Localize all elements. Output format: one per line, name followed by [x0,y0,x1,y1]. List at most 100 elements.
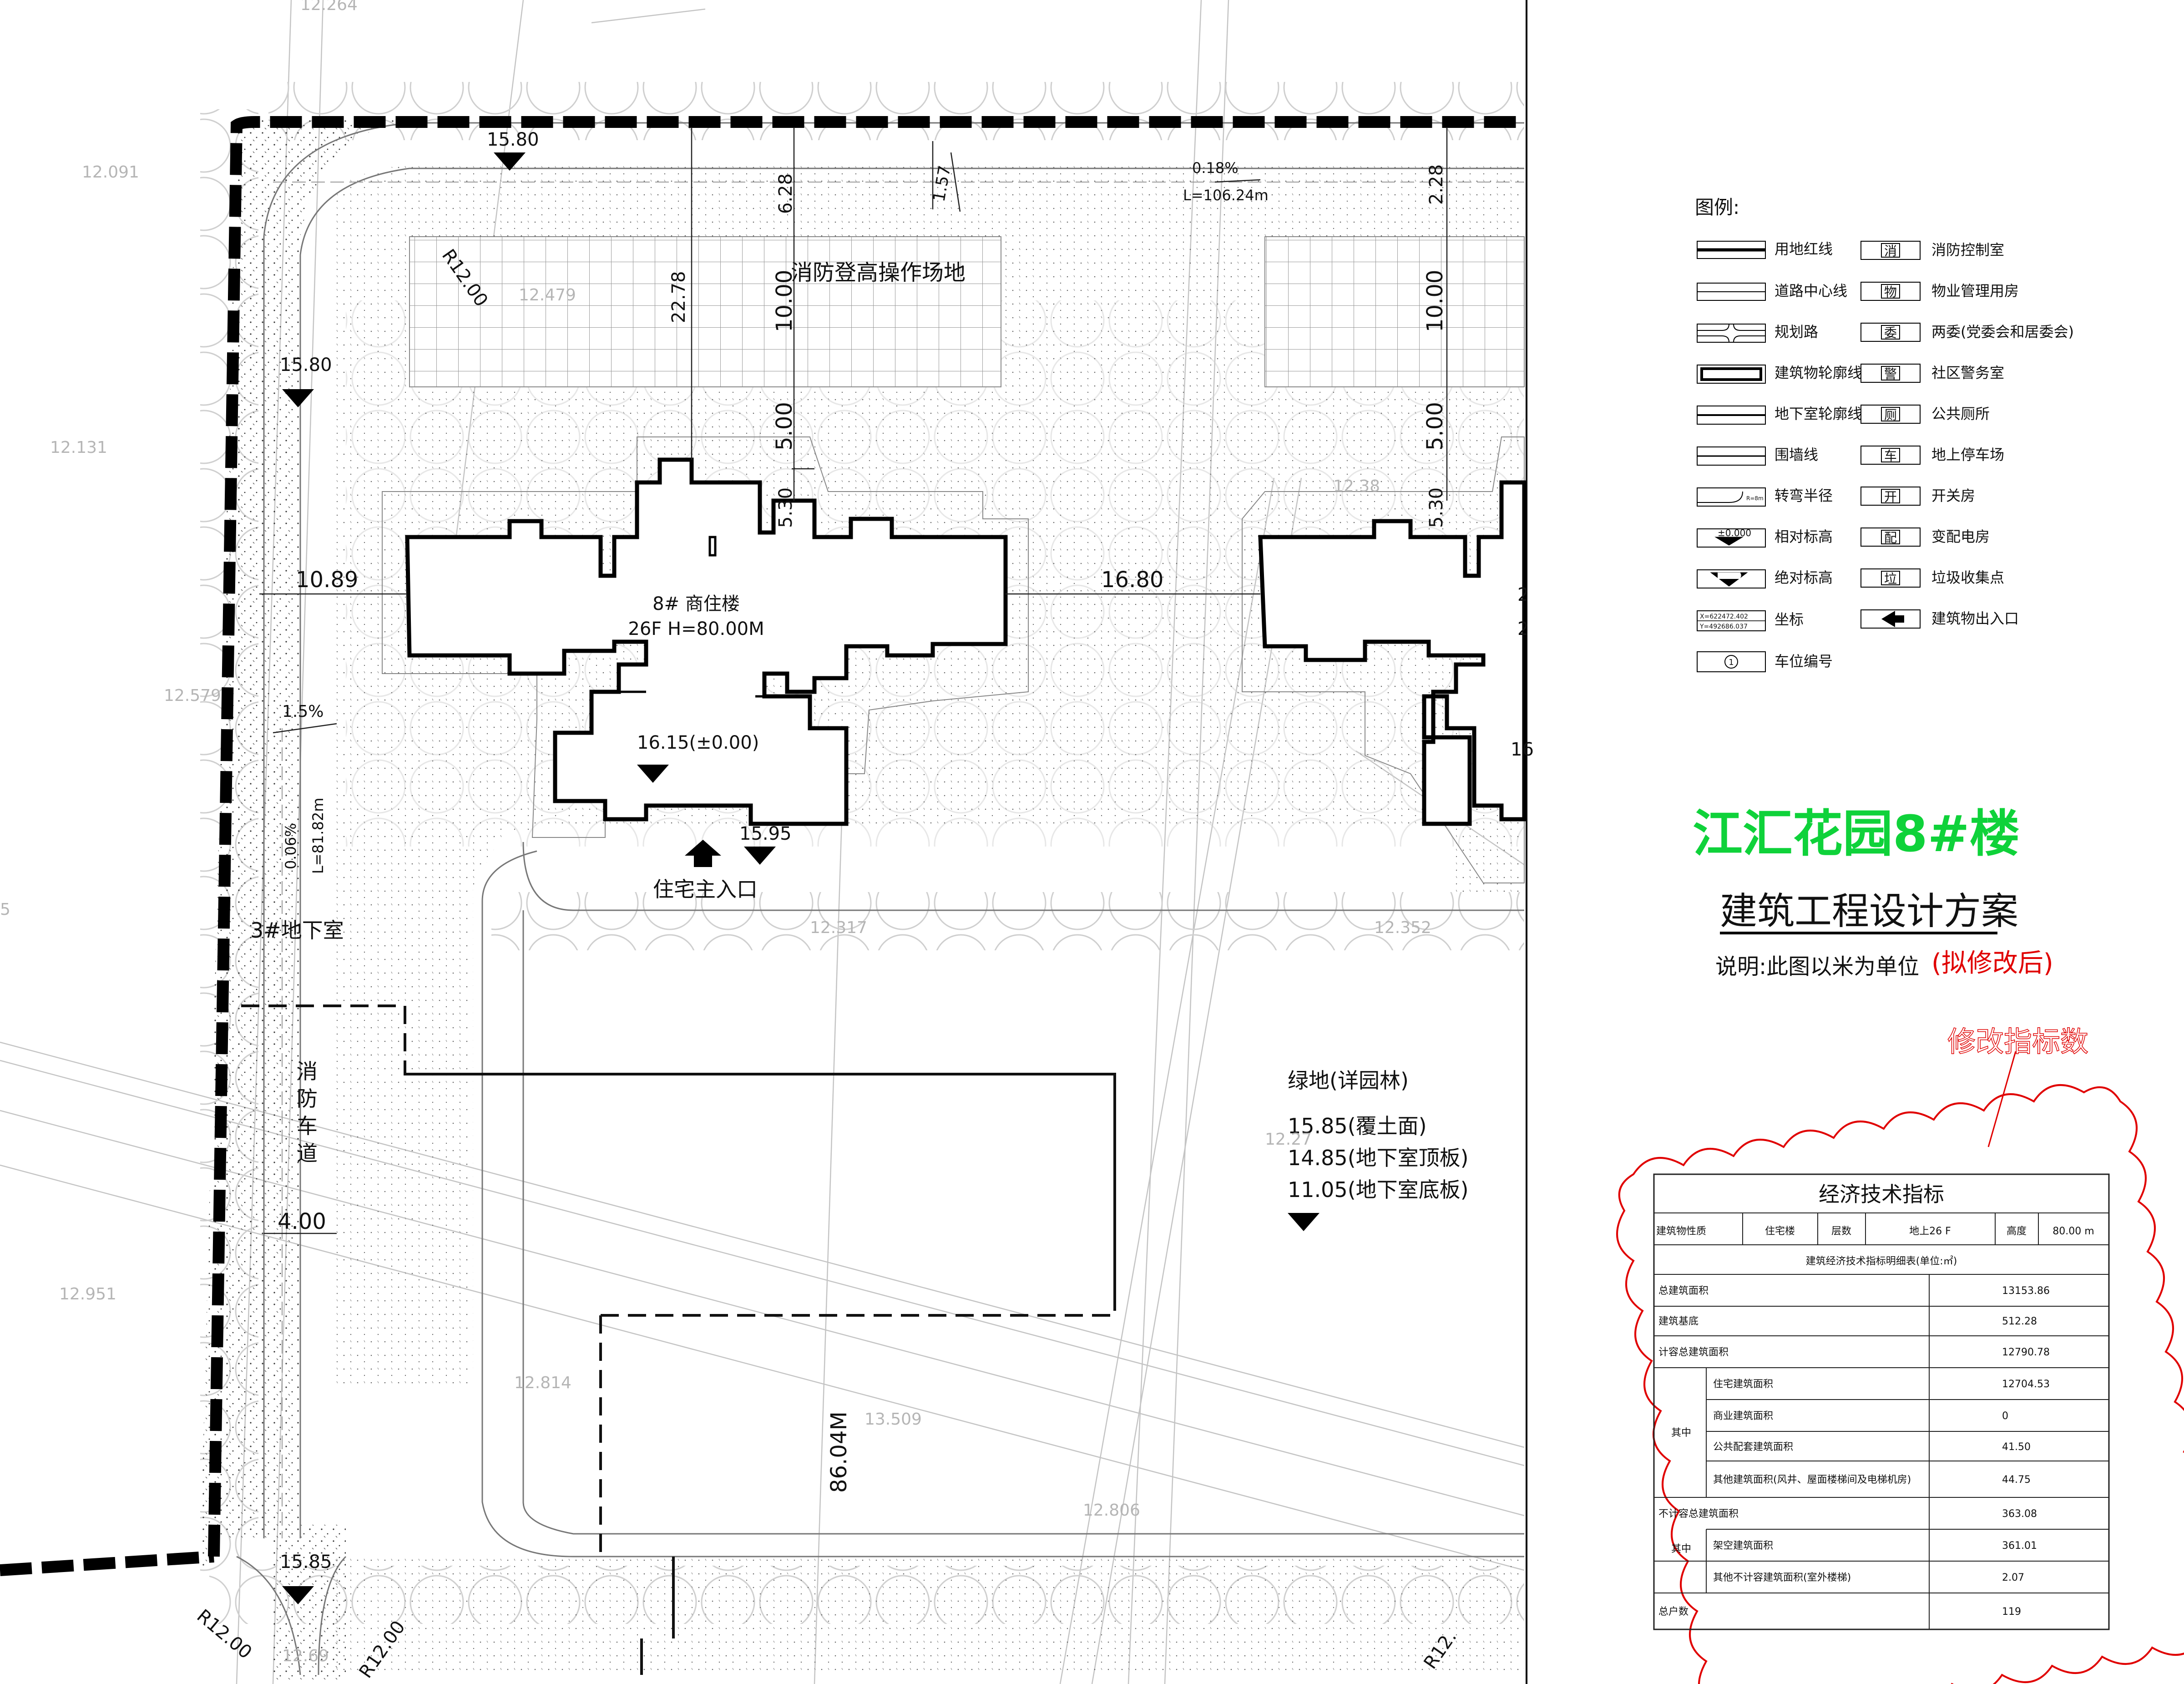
right-podium-outline [1242,436,1525,883]
legend-sym-coord-x: X=622472.402 [1700,613,1748,620]
row-3-value: 12704.53 [2002,1379,2050,1390]
row-1-value: 512.28 [2002,1316,2037,1327]
dim-530b: 5.30 [1426,487,1447,528]
svg-text:建筑物轮廓线: 建筑物轮廓线 [1774,364,1862,381]
dim-2278: 22.78 [668,271,689,323]
dim-8604: 86.04M [826,1411,852,1493]
svg-text:12.806: 12.806 [1083,1501,1140,1520]
revision-cloud [1616,1084,2184,1684]
hdr-floor: 地上26 F [1909,1226,1951,1237]
legend-labels-right: 消防控制室 物业管理用房 两委(党委会和居委会) 社区警务室 公共厕所 地上停车… [1931,241,2074,627]
svg-text:垃圾收集点: 垃圾收集点 [1931,569,2004,586]
right-building-label-a: 2 [1517,584,1529,605]
legend: 图例: R=8m ±0.000 0.000 X=622472.402 Y=492… [1695,196,2074,672]
svg-text:物业管理用房: 物业管理用房 [1931,282,2019,299]
site-boundary-bottom [0,1551,214,1576]
indicator-table-text: 经济技术指标 建筑物性质 住宅楼 层数 地上26 F 高度 80.00 m 建筑… [1656,1182,2094,1618]
group-1-label: 其中 [1671,1427,1691,1439]
svg-text:坐标: 坐标 [1774,611,1804,628]
legend-sym-radius: R=8m [1746,495,1764,502]
building-8-details [619,536,764,698]
svg-text:两委(党委会和居委会): 两委(党委会和居委会) [1931,323,2074,340]
svg-text:消: 消 [1884,243,1897,259]
svg-text:12.352: 12.352 [1374,918,1431,937]
right-building-label-c: 16 [1511,739,1534,760]
green-line-2: 14.85(地下室顶板) [1288,1146,1469,1170]
fire-ops-grid-left [409,236,1001,387]
svg-text:12.69: 12.69 [282,1647,329,1665]
svg-text:12.091: 12.091 [82,163,139,182]
row-8-label: 架空建筑面积 [1713,1540,1773,1552]
row-7-label: 不计容总建筑面积 [1658,1508,1739,1520]
svg-text:委: 委 [1884,325,1897,340]
svg-text:配: 配 [1884,530,1897,545]
row-10-value: 119 [2002,1606,2021,1618]
svg-text:12.951: 12.951 [59,1285,116,1304]
fire-lane-3: 车 [297,1114,318,1138]
hdr-type: 住宅楼 [1765,1226,1795,1237]
row-6-value: 44.75 [2002,1474,2031,1486]
svg-text:开关房: 开关房 [1931,487,1975,504]
green-title: 绿地(详园林) [1288,1068,1409,1093]
dim-1000a: 10.00 [772,270,797,332]
svg-text:围墙线: 围墙线 [1774,446,1818,463]
svg-text:绝对标高: 绝对标高 [1774,569,1833,586]
revision-note: (拟修改后) [1931,949,2053,978]
site-boundary [208,116,1524,1557]
row-0-value: 13153.86 [2002,1285,2050,1297]
fire-lane-4: 道 [297,1141,318,1166]
hdr-floor-label: 层数 [1831,1226,1851,1237]
hdr-height-label: 高度 [2007,1226,2027,1237]
planting-bottom [332,1557,1524,1675]
dim-628: 6.28 [775,173,796,214]
svg-text:车位编号: 车位编号 [1774,653,1833,670]
svg-text:用地红线: 用地红线 [1774,240,1833,258]
row-6-label: 其他建筑面积(风井、屋面楼梯间及电梯机房) [1713,1474,1911,1486]
svg-text:警: 警 [1884,366,1897,381]
dim-228: 2.28 [1426,164,1447,205]
svg-text:厕: 厕 [1884,407,1897,422]
row-0-label: 总建筑面积 [1658,1285,1709,1297]
project-title: 江汇花园8#楼 [1693,805,2020,863]
main-entry-label: 住宅主入口 [653,877,758,902]
unit-note: 说明:此图以米为单位 [1715,954,1919,979]
slope-top: 0.18% [1192,159,1239,177]
fire-ops-grid-right [1264,236,1525,387]
legend-sym-park: 1 [1729,658,1734,667]
legend-symbols-left [1697,241,1766,672]
elev-w1: 15.80 [280,355,332,375]
legend-sym-coord-y: Y=492686.037 [1699,623,1748,630]
row-5-value: 41.50 [2002,1441,2031,1453]
svg-text:道路中心线: 道路中心线 [1774,282,1847,299]
svg-text:12.131: 12.131 [50,438,107,457]
hdr-label: 建筑物性质 [1656,1226,1706,1237]
svg-text:公共厕所: 公共厕所 [1931,405,1990,422]
dim-1000b: 10.00 [1422,270,1448,332]
len-top: L=106.24m [1183,187,1269,204]
project-subtitle: 建筑工程设计方案 [1720,890,2018,933]
row-9-value: 2.07 [2002,1572,2024,1583]
building-height: 26F H=80.00M [628,619,764,639]
elev-sw: 15.85 [280,1552,332,1572]
revise-label: 修改指标数 [1947,1025,2088,1058]
dim-1089: 10.89 [296,567,358,593]
planting-bottom-left [273,1525,346,1679]
svg-text:12.38: 12.38 [1333,477,1380,496]
basement-label: 3#地下室 [250,918,344,943]
dim-500b: 5.00 [1422,402,1448,451]
row-1-label: 建筑基底 [1658,1316,1699,1327]
svg-text:建筑物出入口: 建筑物出入口 [1931,610,2019,627]
row-4-label: 商业建筑面积 [1713,1410,1773,1422]
row-7-value: 363.08 [2002,1508,2037,1520]
svg-text:物: 物 [1884,284,1897,299]
building-8-outline [405,457,1008,826]
elev-entry: 15.95 [739,823,792,844]
svg-text:开: 开 [1884,489,1897,504]
hdr-height: 80.00 m [2053,1226,2094,1237]
group-2-label: 其中 [1671,1543,1691,1555]
svg-text:相对标高: 相对标高 [1774,528,1833,545]
row-2-value: 12790.78 [2002,1347,2050,1358]
svg-text:车: 车 [1884,448,1897,463]
slope-left: 1.5% [282,702,324,721]
